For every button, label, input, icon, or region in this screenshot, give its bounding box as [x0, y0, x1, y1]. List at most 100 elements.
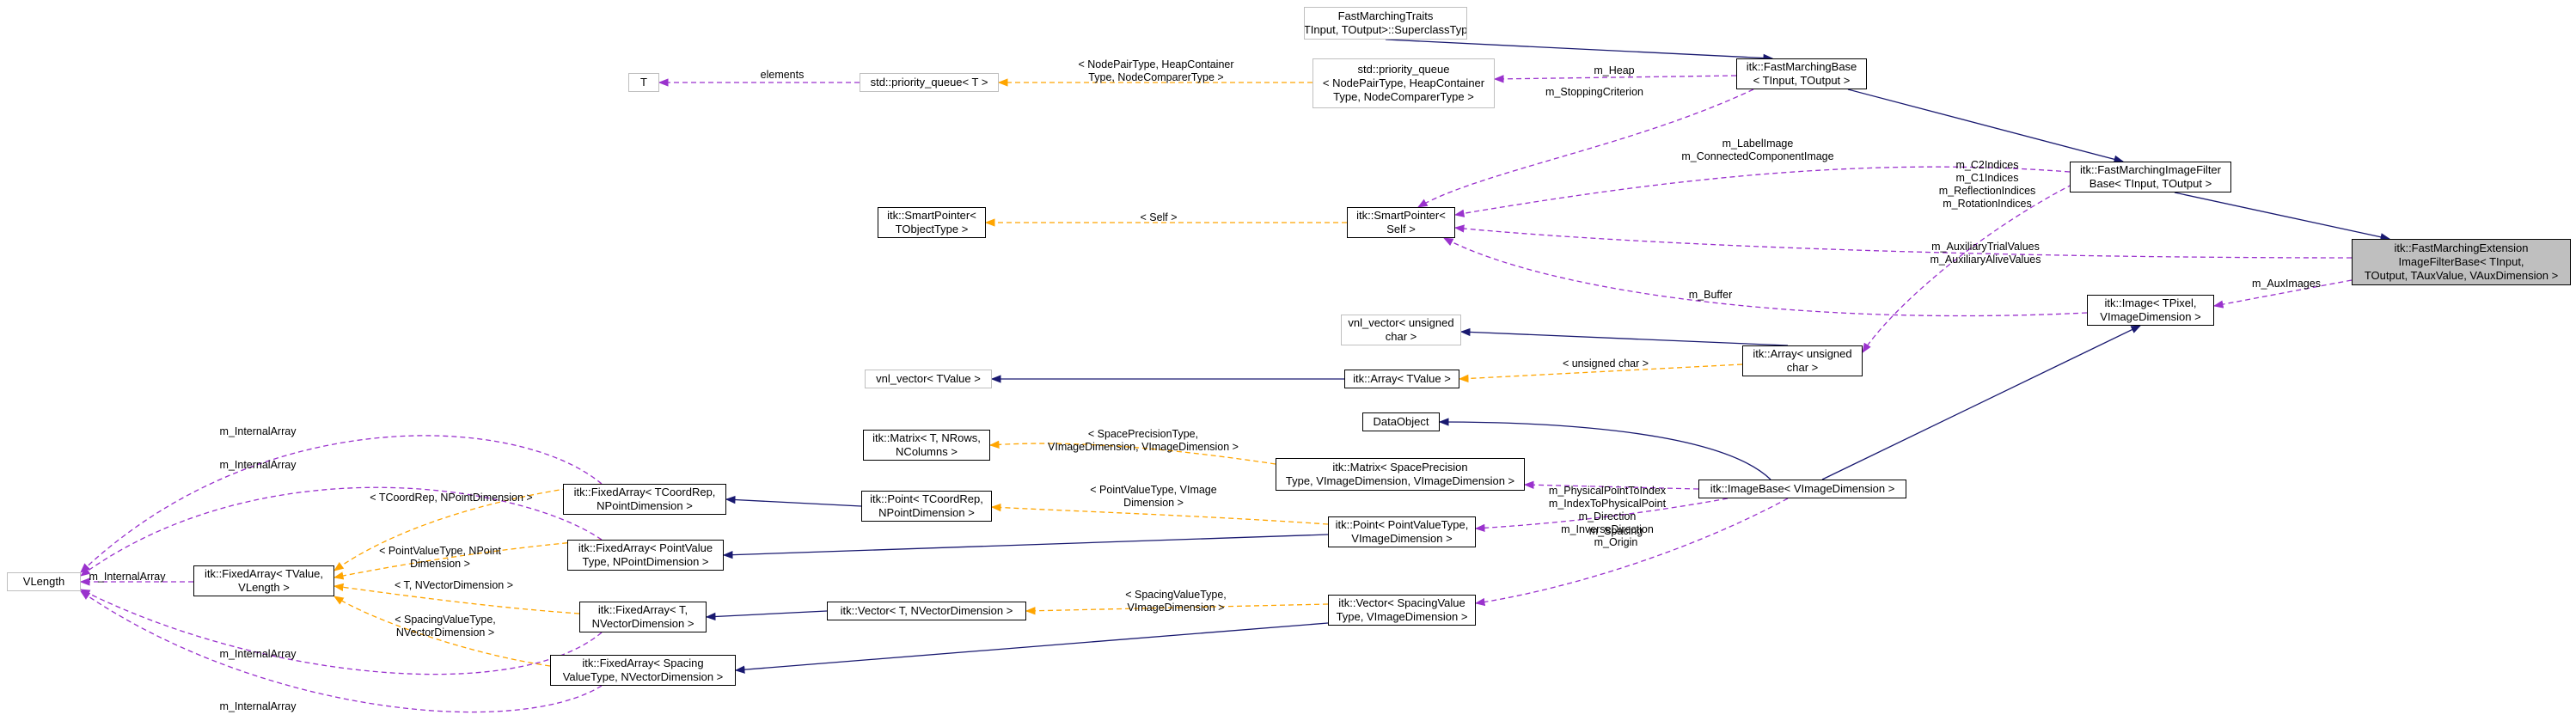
class-node-sp1[interactable]: itk::SmartPointer<TObjectType > [878, 207, 986, 238]
edge-label-uchar: < unsigned char > [1563, 357, 1649, 370]
class-node-label: Self > [1386, 223, 1416, 235]
class-node-label: NPointDimension > [597, 499, 693, 512]
edge-label-line: m_ReflectionIndices [1938, 185, 2036, 197]
edge-label-ia2: m_InternalArray [220, 425, 297, 438]
edge-label-line: < SpacingValueType, [395, 614, 496, 626]
edge-usage-arr_uc-to-fmimgfilter [1862, 180, 2081, 353]
edge-usage-image-to-fmext [2212, 279, 2353, 309]
edge-usage-sp2-to-fmbase [1416, 89, 1754, 208]
class-node-label: itk::ImageBase< VImageDimension > [1710, 482, 1895, 495]
edge-label-line: m_Heap [1594, 64, 1635, 76]
edge-label-line: Type, NodeComparerType > [1088, 71, 1224, 83]
class-node-label: Type, NodeComparerType > [1333, 90, 1474, 103]
edge-template-fa_tvalue-to-fa_pv [333, 539, 603, 580]
edge-template-pt_tcoord-to-pt_pv [990, 503, 1329, 525]
edge-label-ia5: m_InternalArray [220, 700, 297, 713]
edge-label-tcoord: < TCoordRep, NPointDimension > [370, 492, 532, 504]
class-node-label: itk::SmartPointer< [887, 209, 976, 222]
edge-label-stopping: m_StoppingCriterion [1545, 86, 1643, 99]
edge-label-line: < TCoordRep, NPointDimension > [370, 492, 533, 504]
class-node-image[interactable]: itk::Image< TPixel,VImageDimension > [2087, 295, 2214, 326]
edge-label-line: < PointValueType, VImage [1090, 484, 1217, 496]
class-node-matrix_t[interactable]: itk::Matrix< T, NRows,NColumns > [863, 430, 990, 461]
edge-label-line: < SpacingValueType, [1125, 589, 1227, 601]
edge-label-auximages: m_AuxImages [2252, 278, 2321, 290]
class-node-label: NColumns > [896, 445, 958, 458]
class-node-label: <TInput, TOutput>::SuperclassType [1304, 23, 1467, 36]
class-node-pq1[interactable]: std::priority_queue< T > [860, 73, 999, 92]
class-node-label: itk::Vector< SpacingValue [1338, 596, 1465, 609]
edge-usage-pq2-to-fmbase [1493, 75, 1737, 83]
class-node-T[interactable]: T [628, 73, 659, 92]
class-node-vlength[interactable]: VLength [7, 572, 81, 591]
class-node-fa_tvalue[interactable]: itk::FixedArray< TValue,VLength > [193, 565, 334, 596]
edge-label-line: m_InternalArray [219, 700, 297, 712]
class-node-pt_tcoord[interactable]: itk::Point< TCoordRep,NPointDimension > [861, 491, 992, 522]
edge-inherit-fmbase-to-fmimgfilter [1847, 89, 2125, 163]
edge-label-line: < Self > [1140, 211, 1178, 223]
edge-label-line: m_Origin [1594, 536, 1638, 548]
class-node-imagebase[interactable]: itk::ImageBase< VImageDimension > [1698, 480, 1906, 498]
class-node-fmbase[interactable]: itk::FastMarchingBase< TInput, TOutput > [1736, 58, 1867, 89]
edge-label-line: m_LabelImage [1722, 137, 1794, 150]
class-node-pt_pv[interactable]: itk::Point< PointValueType,VImageDimensi… [1328, 516, 1476, 547]
edge-inherit-fa_sp-to-vec_sp [734, 622, 1329, 674]
class-node-sp2[interactable]: itk::SmartPointer<Self > [1347, 207, 1455, 238]
class-node-label: itk::FixedArray< T, [597, 603, 688, 616]
class-node-fa_tcoord[interactable]: itk::FixedArray< TCoordRep,NPointDimensi… [563, 484, 726, 515]
class-node-dataobject[interactable]: DataObject [1362, 412, 1440, 431]
class-node-label: itk::Point< PointValueType, [1335, 518, 1469, 531]
edge-label-spacing: m_Spacing [1589, 525, 1643, 538]
class-node-label: vnl_vector< TValue > [876, 372, 981, 385]
edge-label-spval-vimg: < SpacingValueType,VImageDimension > [1125, 589, 1227, 614]
edge-usage-pt_pv-to-imagebase [1474, 498, 1729, 533]
edge-template-matrix_t-to-matrix_sp [988, 440, 1276, 465]
class-node-label: itk::FastMarchingExtension [2394, 241, 2529, 254]
class-node-vec_t[interactable]: itk::Vector< T, NVectorDimension > [827, 602, 1026, 620]
edge-template-fa_tvalue-to-fa_t_nvec [333, 583, 580, 614]
edge-label-line: Dimension > [410, 558, 470, 570]
class-node-label: DataObject [1373, 415, 1429, 428]
edge-label-tnvec: < T, NVectorDimension > [395, 579, 513, 592]
edge-label-heap: m_Heap [1594, 64, 1634, 77]
class-node-label: itk::FastMarchingBase [1746, 60, 1857, 73]
class-node-fa_t_nvec[interactable]: itk::FixedArray< T,NVectorDimension > [579, 602, 707, 632]
edge-inherit-imagebase-to-image [1821, 325, 2142, 480]
class-node-label: char > [1385, 330, 1417, 343]
class-node-label: VLength [22, 575, 65, 588]
edge-template-fa_tvalue-to-fa_sp [333, 596, 551, 667]
edge-template-fa_tvalue-to-fa_tcoord [333, 483, 603, 571]
edge-label-line: m_PhysicalPointToIndex [1548, 485, 1667, 497]
edge-usage-sp2-to-fmext [1453, 224, 2353, 259]
edge-label-line: < unsigned char > [1562, 357, 1649, 370]
class-node-arr_t[interactable]: itk::Array< TValue > [1344, 370, 1459, 388]
class-node-label: NPointDimension > [878, 506, 975, 519]
edge-label-line: m_InternalArray [219, 648, 297, 660]
edge-label-spprec: < SpacePrecisionType,VImageDimension, VI… [1048, 428, 1239, 454]
class-node-fmtraits[interactable]: FastMarchingTraits<TInput, TOutput>::Sup… [1304, 7, 1467, 40]
class-node-label: std::priority_queue [1357, 63, 1450, 76]
class-node-label: itk::FixedArray< PointValue [578, 541, 713, 554]
class-node-label: itk::Point< TCoordRep, [870, 492, 983, 505]
edge-label-line: NVectorDimension > [395, 626, 495, 639]
edge-label-origin: m_Origin [1594, 536, 1638, 549]
class-node-pq2[interactable]: std::priority_queue< NodePairType, HeapC… [1312, 58, 1495, 108]
class-node-label: TOutput, TAuxValue, VAuxDimension > [2364, 269, 2559, 282]
edge-template-arr_t-to-arr_uc [1458, 364, 1743, 383]
edge-label-line: VImageDimension > [1127, 602, 1225, 614]
class-node-label: vnl_vector< unsigned [1348, 316, 1454, 329]
class-node-vnlvec_t[interactable]: vnl_vector< TValue > [865, 370, 992, 388]
edge-usage-vlength-to-fa_tcoord [80, 435, 603, 573]
edge-inherit-dataobject-to-imagebase [1438, 418, 1771, 480]
